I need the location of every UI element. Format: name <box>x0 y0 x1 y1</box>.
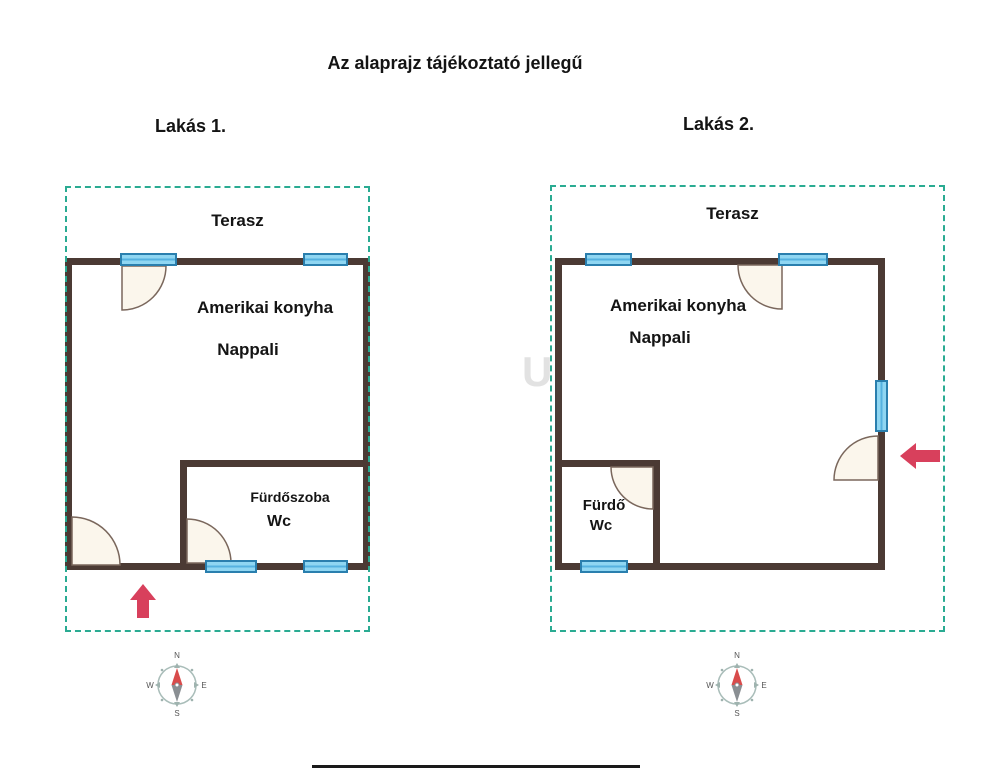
compass-dot <box>750 698 754 702</box>
plan2-terrace-label: Terasz <box>706 204 759 223</box>
compass-dot <box>750 668 754 672</box>
plan2-compass-rose: N S W E <box>706 651 766 718</box>
plan1-bathroom-label-line1: Fürdőszoba <box>250 489 330 505</box>
watermark-fragment: U <box>522 348 553 395</box>
compass-tick-e <box>194 682 199 688</box>
plan1-terrace-label: Terasz <box>211 211 264 230</box>
plan2-living-label-line2: Nappali <box>629 328 691 347</box>
compass-tick-n <box>174 663 180 668</box>
compass-label-s: S <box>174 709 179 718</box>
compass-needle-north <box>171 668 183 685</box>
plan1-living-label-line1: Amerikai konyha <box>196 298 334 317</box>
compass-dot <box>160 668 164 672</box>
compass-pivot <box>174 682 180 688</box>
compass-dot <box>190 698 194 702</box>
compass-needle-south <box>731 685 743 702</box>
plan1-bathroom-walls <box>180 460 370 570</box>
plan1-window-bottom-right <box>303 560 348 573</box>
plan1-bathroom-label-line2: Wc <box>267 513 291 530</box>
compass-label-w: W <box>706 681 714 690</box>
plan2-bathroom-label-line1: Fürdő <box>582 497 626 514</box>
plan2-bathroom-label-line2: Wc <box>589 517 613 534</box>
plan2-window-top-left <box>585 253 632 266</box>
compass-needle-north <box>731 668 743 685</box>
compass-dot <box>720 698 724 702</box>
plan2-living-label-line1: Amerikai konyha <box>609 296 747 315</box>
plan1-window-top-right <box>303 253 348 266</box>
plan1-label: Lakás 1. <box>155 116 227 136</box>
compass-needle-south <box>171 685 183 702</box>
page-title: Az alaprajz tájékoztató jellegű <box>327 53 583 73</box>
compass-label-e: E <box>761 681 766 690</box>
plan2-label: Lakás 2. <box>683 114 755 134</box>
plan1-entrance-arrow-up <box>130 584 156 618</box>
plan1-window-top-left <box>120 253 177 266</box>
plan2-window-top-right <box>778 253 828 266</box>
cropped-bottom-element <box>312 765 640 768</box>
compass-label-n: N <box>734 651 740 660</box>
plan2-entrance-arrow-left <box>900 443 940 469</box>
compass-tick-e <box>754 682 759 688</box>
plan2-bathroom-walls <box>555 460 660 570</box>
compass-dot <box>190 668 194 672</box>
compass-label-w: W <box>146 681 154 690</box>
compass-tick-w <box>715 682 720 688</box>
plan2-window-bottom <box>580 560 628 573</box>
compass-tick-s <box>174 702 180 707</box>
plan1-window-bottom-left <box>205 560 257 573</box>
compass-label-s: S <box>734 709 739 718</box>
compass-label-n: N <box>174 651 180 660</box>
compass-dot <box>160 698 164 702</box>
plan1-living-label-line2: Nappali <box>217 340 279 359</box>
compass-pivot <box>734 682 740 688</box>
compass-tick-n <box>734 663 740 668</box>
compass-tick-w <box>155 682 160 688</box>
plan2-window-right-wall <box>875 380 888 432</box>
compass-tick-s <box>734 702 740 707</box>
plan1-compass-rose: N S W E <box>146 651 206 718</box>
compass-label-e: E <box>201 681 206 690</box>
compass-dot <box>720 668 724 672</box>
